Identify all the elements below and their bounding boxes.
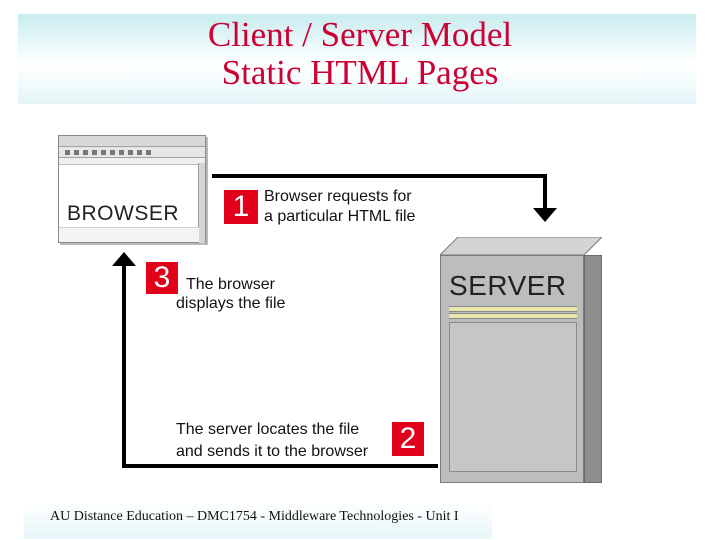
browser-toolbar bbox=[59, 147, 205, 158]
step-3-badge: 3 bbox=[146, 262, 178, 294]
browser-scrollbar bbox=[198, 163, 205, 243]
step-1-line-2: a particular HTML file bbox=[264, 208, 416, 225]
browser-status-bar bbox=[59, 227, 199, 242]
request-arrow bbox=[212, 174, 547, 210]
browser-address-bar bbox=[59, 158, 205, 165]
step-1-text: Browser requests for a particular HTML f… bbox=[264, 187, 415, 227]
server-stripe-2 bbox=[449, 313, 577, 319]
server-panel bbox=[449, 322, 577, 472]
server-top-face bbox=[440, 237, 602, 256]
server-side bbox=[584, 255, 602, 483]
server-stripe-1 bbox=[449, 306, 577, 312]
step-1-badge: 1 bbox=[224, 190, 258, 224]
server-label: SERVER bbox=[449, 270, 567, 301]
server-box: SERVER bbox=[440, 237, 602, 483]
step-3-line-1: The browser bbox=[186, 276, 275, 293]
request-arrowhead bbox=[533, 208, 557, 222]
step-2-text: The server locates the file and sends it… bbox=[176, 419, 368, 463]
slide-title: Client / Server Model Static HTML Pages bbox=[0, 16, 720, 92]
title-line-2: Static HTML Pages bbox=[221, 53, 499, 92]
step-1-line-1: Browser requests for bbox=[264, 188, 412, 205]
step-3-line-2: displays the file bbox=[176, 295, 286, 312]
server-front: SERVER bbox=[440, 255, 584, 483]
step-3-text: The browser displays the file bbox=[176, 275, 285, 313]
browser-menu-bar bbox=[59, 136, 205, 147]
response-arrowhead bbox=[112, 252, 136, 266]
step-2-line-1: The server locates the file bbox=[176, 421, 360, 438]
browser-window: BROWSER bbox=[58, 135, 206, 243]
title-band bbox=[18, 14, 696, 104]
response-arrow bbox=[122, 264, 438, 468]
browser-label: BROWSER bbox=[67, 202, 180, 225]
footer-text: AU Distance Education – DMC1754 - Middle… bbox=[50, 509, 459, 524]
title-line-1: Client / Server Model bbox=[207, 15, 513, 54]
step-2-line-2: and sends it to the browser bbox=[176, 443, 369, 460]
step-2-badge: 2 bbox=[392, 422, 424, 456]
footer-band bbox=[24, 503, 492, 539]
